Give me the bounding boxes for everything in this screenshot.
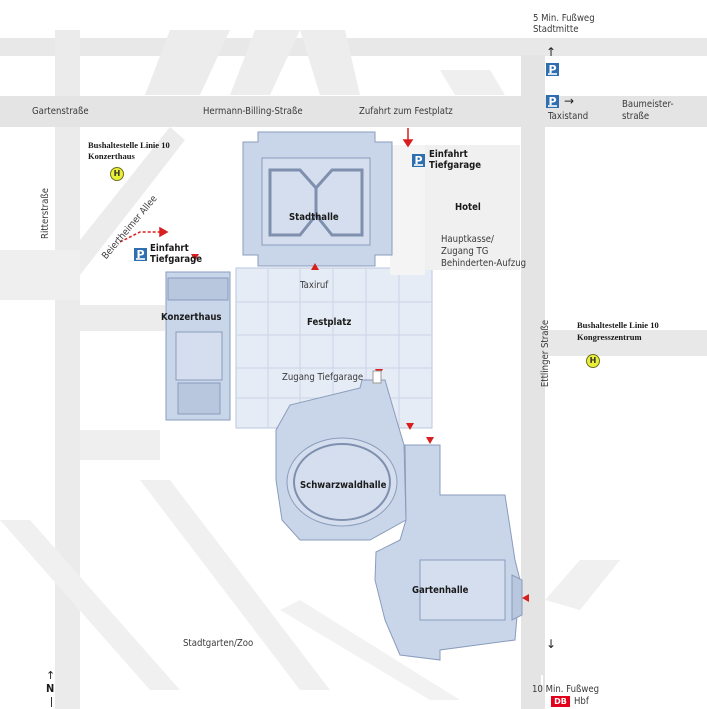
konzerthaus-building <box>165 271 231 421</box>
arrow-right-icon: → <box>564 94 575 108</box>
street-ettlinger-strasse: Ettlinger Straße <box>540 319 552 388</box>
tiefgarage-access-marker <box>372 370 382 384</box>
north-line <box>51 697 52 707</box>
label-taxistand: Taxistand <box>548 111 589 122</box>
street-zufahrt-festplatz: Zufahrt zum Festplatz <box>359 106 453 117</box>
bus-konzerthaus-line1: Bushaltestelle Linie 10 <box>88 140 170 150</box>
label-hauptkasse-line3: Behinderten-Aufzug <box>441 258 527 269</box>
bus-kongress-line2: Kongresszentrum <box>577 332 642 342</box>
north-arrow-icon: ↑ <box>46 669 56 682</box>
building-stadthalle: Stadthalle <box>289 212 339 223</box>
label-top-walk-line1: 5 Min. Fußweg <box>533 13 595 24</box>
street-baumeister-line1: Baumeister- <box>622 99 674 110</box>
label-bottom-walk: 10 Min. Fußweg <box>532 684 600 695</box>
bus-kongress-line1: Bushaltestelle Linie 10 <box>577 320 659 330</box>
stadthalle-building <box>242 131 393 267</box>
bus-stop-icon-kongress: H <box>586 354 600 368</box>
parking-icon-north: P <box>546 63 559 76</box>
street-gartenstrasse: Gartenstraße <box>32 106 89 117</box>
label-hauptkasse-line2: Zugang TG <box>441 246 489 257</box>
building-gartenhalle: Gartenhalle <box>412 585 469 596</box>
parking-west-line1: Einfahrt <box>150 243 189 254</box>
parking-east-line2: Tiefgarage <box>429 160 482 171</box>
building-hotel: Hotel <box>455 202 481 213</box>
label-stadtgarten-zoo: Stadtgarten/Zoo <box>183 638 254 649</box>
bus-konzerthaus-line2: Konzerthaus <box>88 151 135 161</box>
bus-stop-icon-konzerthaus: H <box>110 167 124 181</box>
street-baumeister-line2: straße <box>622 111 650 122</box>
drive-in-arrows <box>119 128 414 243</box>
building-schwarzwaldhalle: Schwarzwaldhalle <box>300 480 387 491</box>
street-ritterstrasse: Ritterstraße <box>39 188 51 239</box>
label-top-walk-line2: Stadtmitte <box>533 24 579 35</box>
north-indicator: N <box>46 682 55 695</box>
parking-east-line1: Einfahrt <box>429 149 468 160</box>
arrow-up-icon: ↑ <box>546 45 557 59</box>
street-hermann-billing: Hermann-Billing-Straße <box>203 106 303 117</box>
gartenhalle-building <box>374 444 523 661</box>
label-taxiruf: Taxiruf <box>300 280 329 291</box>
building-festplatz: Festplatz <box>307 317 352 328</box>
streets <box>0 30 707 709</box>
arrow-down-icon: ↓ <box>546 637 557 651</box>
parking-icon-west: P <box>134 248 147 261</box>
label-hbf: Hbf <box>574 696 589 707</box>
parking-icon-taxistand: P <box>546 95 559 108</box>
label-zugang-tiefgarage: Zugang Tiefgarage <box>282 372 364 383</box>
hotel-area <box>390 145 520 275</box>
parking-west-line2: Tiefgarage <box>150 254 203 265</box>
bottom-walk-separator <box>541 675 543 685</box>
db-logo: DB <box>551 696 570 707</box>
label-hauptkasse-line1: Hauptkasse/ <box>441 234 494 245</box>
building-konzerthaus: Konzerthaus <box>161 312 222 323</box>
parking-icon-east: P <box>412 154 425 167</box>
schwarzwaldhalle-building <box>275 379 407 541</box>
